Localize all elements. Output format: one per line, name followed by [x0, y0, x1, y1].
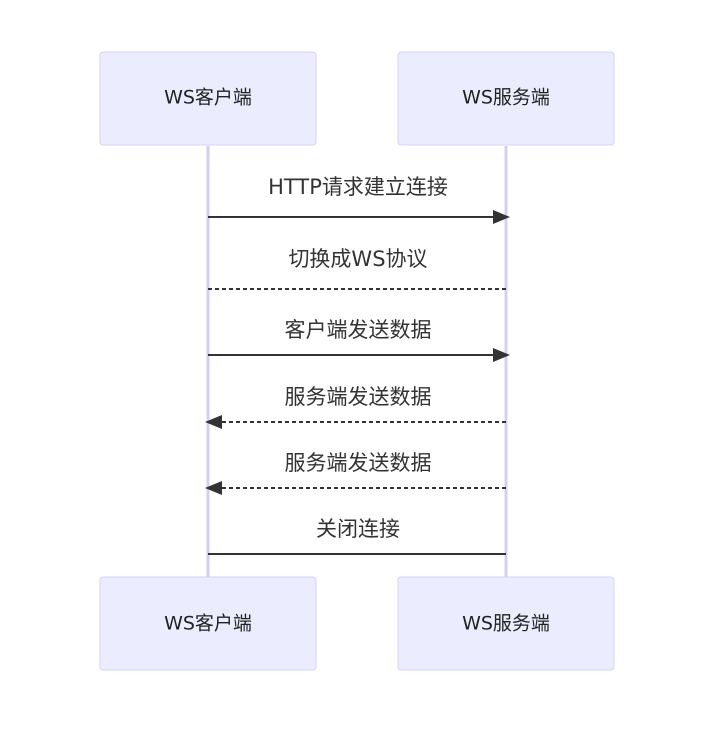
- actor-client-bottom-label: WS客户端: [164, 613, 252, 635]
- actor-client-bottom: WS客户端: [99, 576, 317, 671]
- message-2: 切换成WS协议: [208, 247, 506, 290]
- actor-server-bottom-label: WS服务端: [462, 613, 550, 635]
- actor-client-top: WS客户端: [99, 51, 317, 146]
- actor-server-bottom: WS服务端: [397, 576, 615, 671]
- actor-server-top-label: WS服务端: [462, 87, 550, 109]
- message-6-label: 关闭连接: [316, 517, 400, 541]
- message-1: HTTP请求建立连接: [208, 175, 510, 224]
- actor-server-top: WS服务端: [397, 51, 615, 146]
- message-6: 关闭连接: [208, 517, 506, 555]
- message-3-label: 客户端发送数据: [285, 318, 432, 342]
- message-5-label: 服务端发送数据: [285, 451, 432, 475]
- message-1-arrowhead: [493, 210, 510, 224]
- message-1-label: HTTP请求建立连接: [268, 175, 448, 199]
- message-4-label: 服务端发送数据: [285, 385, 432, 409]
- message-5: 服务端发送数据: [205, 451, 506, 495]
- message-3-arrowhead: [493, 348, 510, 362]
- message-5-arrowhead: [205, 481, 222, 495]
- message-2-label: 切换成WS协议: [288, 247, 427, 271]
- actor-client-top-label: WS客户端: [164, 87, 252, 109]
- message-4: 服务端发送数据: [205, 385, 506, 429]
- message-3: 客户端发送数据: [208, 318, 510, 362]
- message-4-arrowhead: [205, 415, 222, 429]
